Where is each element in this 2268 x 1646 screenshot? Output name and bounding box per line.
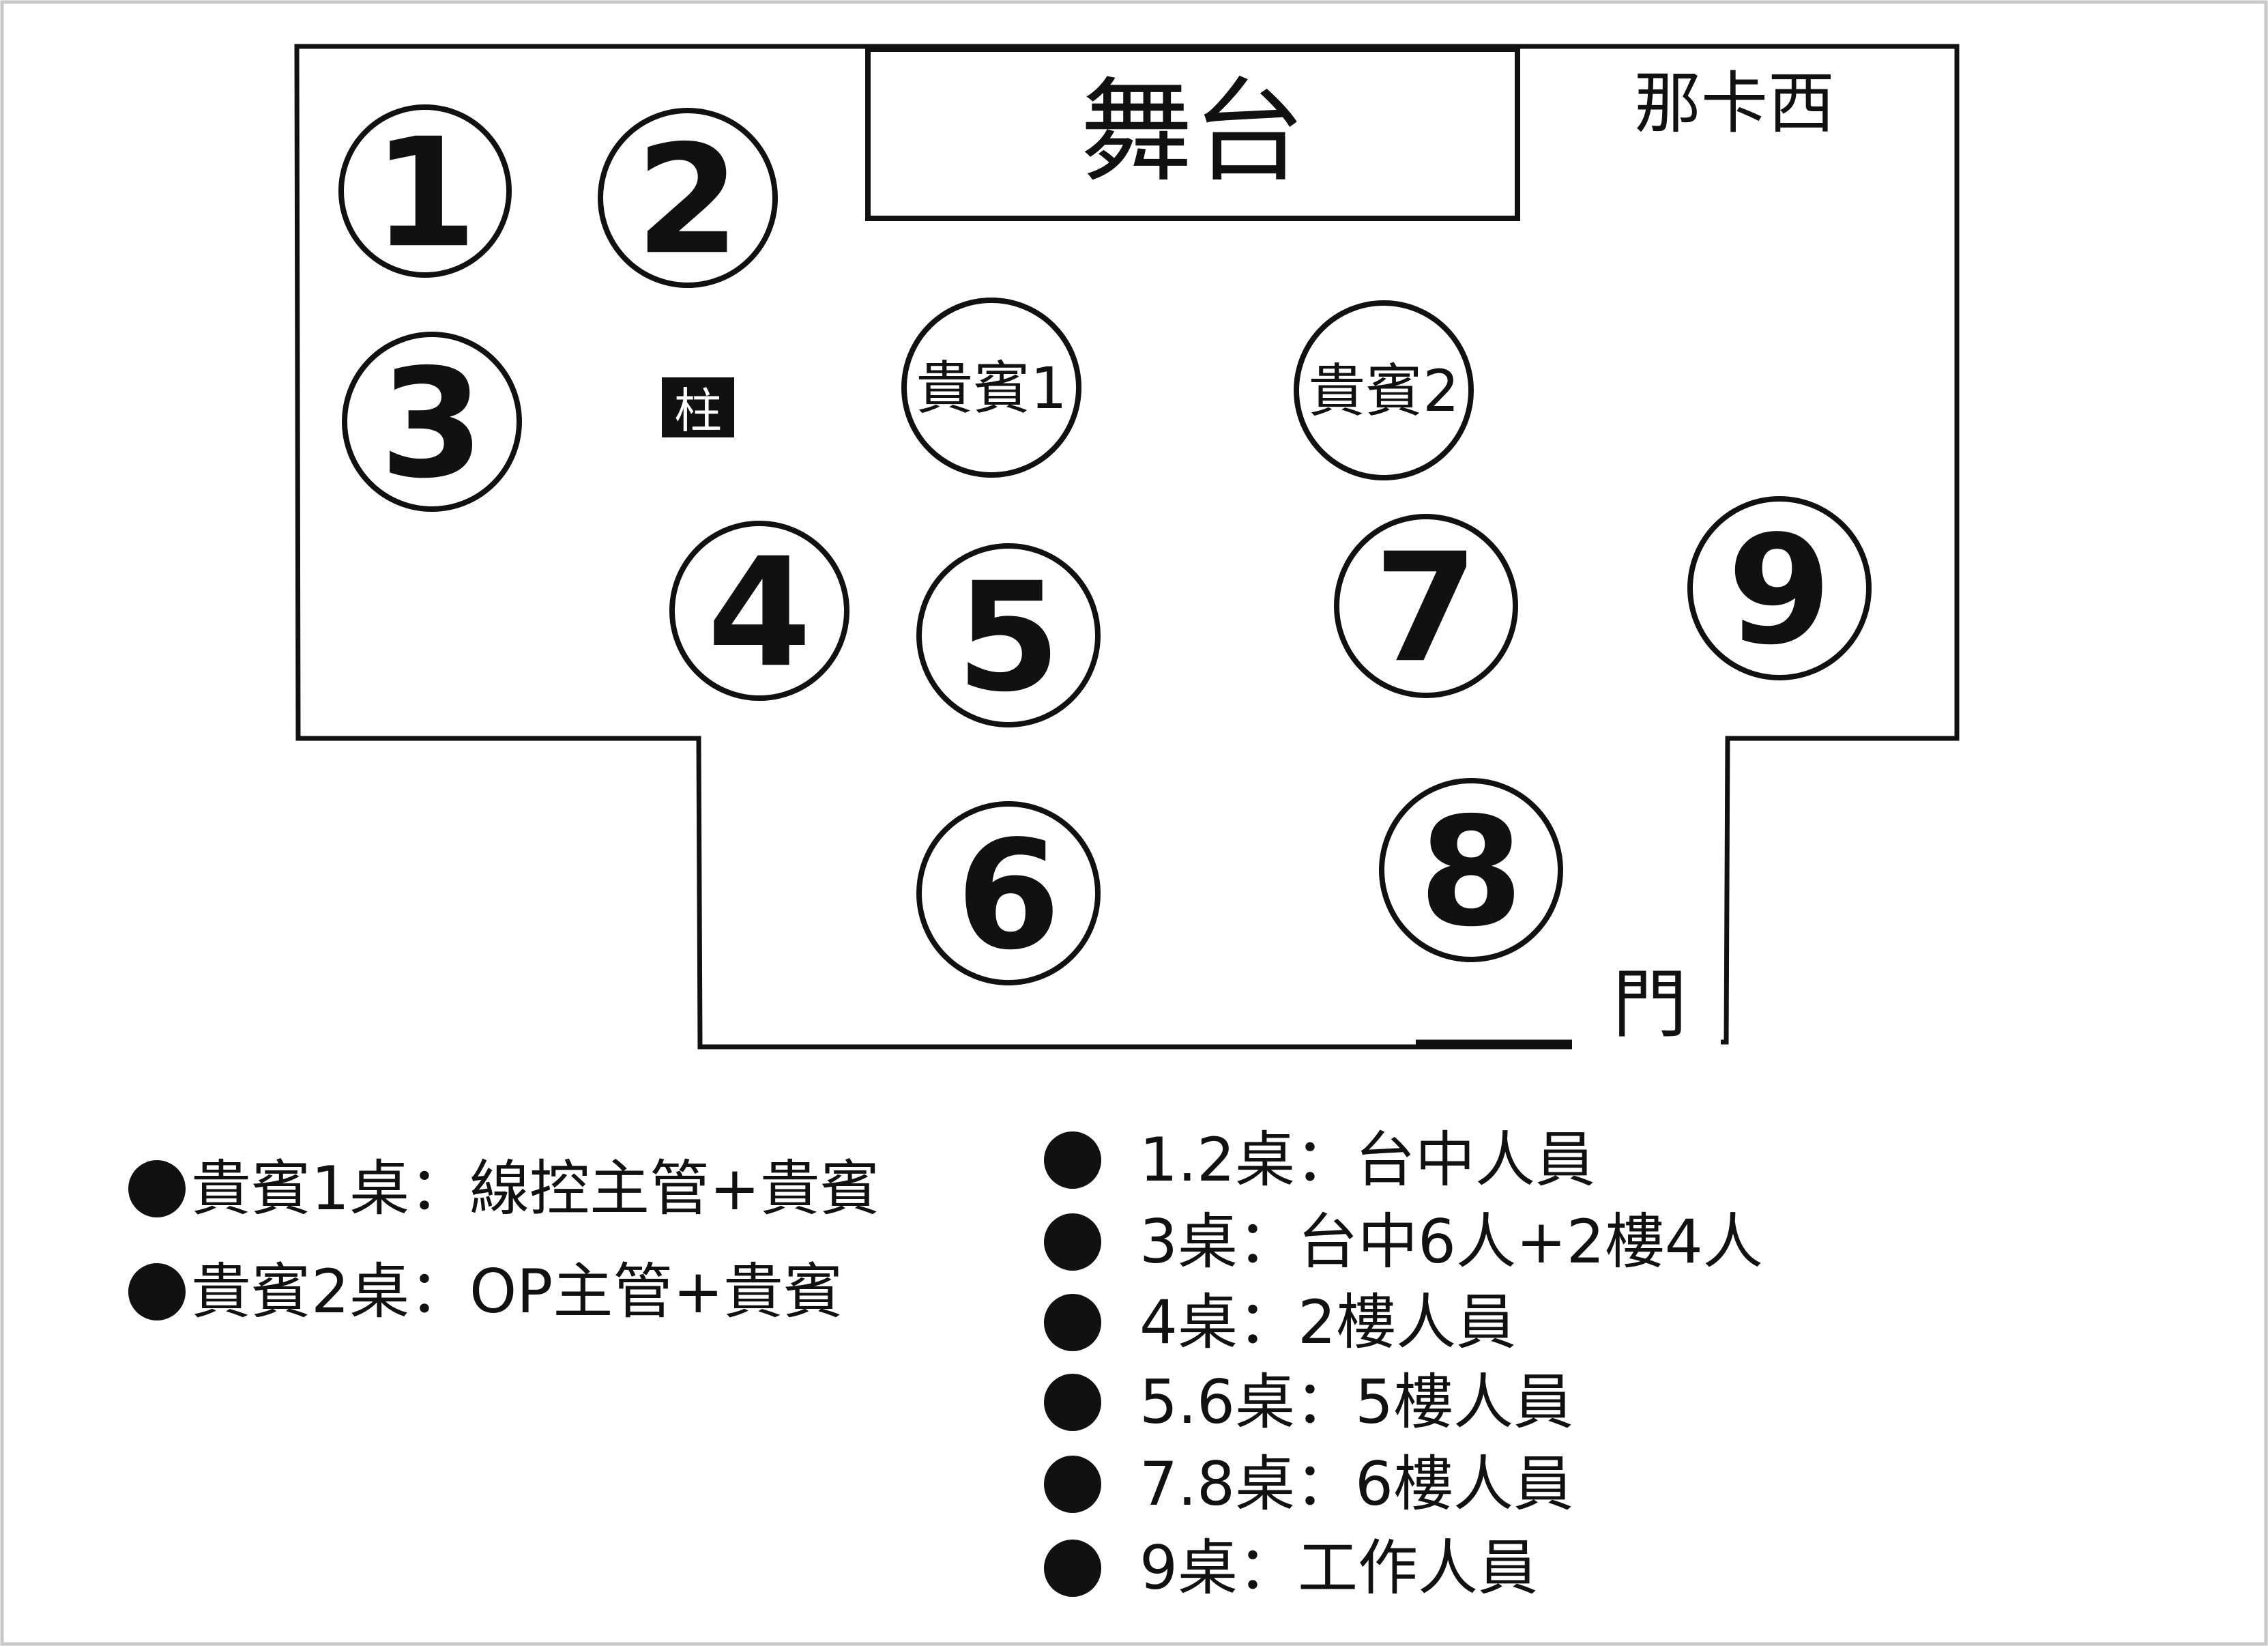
bullet-icon [1044, 1374, 1101, 1431]
table-circle [1294, 300, 1474, 480]
legend-text: 貴賓1桌：線控主管+貴賓 [191, 1153, 880, 1224]
table-t7: 7 [1334, 514, 1518, 698]
table-vip1: 貴賓1 [901, 298, 1081, 478]
legend-item: 1.2桌：台中人員 [1044, 1130, 1595, 1190]
legend-item: 5.6桌：5樓人員 [1044, 1372, 1573, 1432]
legend-item: 7.8桌：6樓人員 [1044, 1454, 1573, 1514]
legend-text: 4桌：2樓人員 [1139, 1287, 1516, 1357]
table-label: 5 [956, 550, 1060, 725]
table-circle [1687, 496, 1872, 680]
legend-item: 貴賓2桌：OP主管+貴賓 [128, 1262, 843, 1322]
legend-item: 貴賓1桌：線控主管+貴賓 [128, 1159, 880, 1219]
bullet-icon [1044, 1540, 1101, 1597]
legend-text: 1.2桌：台中人員 [1139, 1125, 1595, 1195]
legend-item: 3桌：台中6人+2樓4人 [1044, 1212, 1763, 1272]
legend-text: 7.8桌：6樓人員 [1139, 1449, 1573, 1519]
table-label: 3 [379, 336, 484, 511]
bullet-icon [1044, 1131, 1101, 1189]
table-t1: 1 [338, 104, 512, 280]
table-label: 2 [635, 113, 740, 287]
table-circle [1379, 778, 1563, 962]
table-label: 6 [956, 808, 1060, 983]
table-label: 1 [373, 106, 477, 280]
table-label: 貴賓2 [1308, 358, 1459, 424]
table-t6: 6 [916, 801, 1101, 985]
table-circle [901, 298, 1081, 478]
nakashi-label: 那卡西 [1634, 65, 1835, 143]
table-circle [338, 104, 512, 278]
table-circle [342, 332, 522, 512]
legend-text: 貴賓2桌：OP主管+貴賓 [191, 1256, 844, 1327]
table-circle [669, 521, 849, 701]
legend-item: 4桌：2樓人員 [1044, 1293, 1516, 1353]
legend-text: 3桌：台中6人+2樓4人 [1139, 1207, 1763, 1277]
bullet-icon [128, 1160, 186, 1217]
bullet-icon [1044, 1213, 1101, 1271]
table-t2: 2 [598, 108, 778, 288]
table-circle [1334, 514, 1518, 698]
bullet-icon [1044, 1294, 1101, 1351]
table-vip2: 貴賓2 [1294, 300, 1474, 480]
table-circle [916, 801, 1101, 985]
table-t3: 3 [342, 332, 522, 512]
bullet-icon [128, 1263, 186, 1320]
door-label: 門 [1612, 961, 1687, 1048]
legend-text: 5.6桌：5樓人員 [1139, 1367, 1573, 1437]
table-label: 貴賓1 [916, 355, 1066, 422]
table-circle [916, 543, 1101, 727]
stage-box [865, 46, 1520, 221]
table-label: 4 [707, 525, 811, 700]
pillar-label: 柱 [674, 383, 722, 439]
table-circle [598, 108, 778, 288]
legend-text: 9桌：工作人員 [1139, 1533, 1538, 1603]
pillar [662, 377, 734, 437]
table-label: 9 [1727, 503, 1831, 678]
bullet-icon [1044, 1456, 1101, 1513]
table-t5: 5 [916, 543, 1101, 727]
legend-item: 9桌：工作人員 [1044, 1538, 1538, 1598]
table-t9: 9 [1687, 496, 1872, 680]
stage-label: 舞台 [1080, 66, 1305, 197]
table-label: 8 [1419, 785, 1523, 959]
table-t4: 4 [669, 521, 849, 701]
table-t8: 8 [1379, 778, 1563, 962]
table-label: 7 [1373, 521, 1478, 695]
